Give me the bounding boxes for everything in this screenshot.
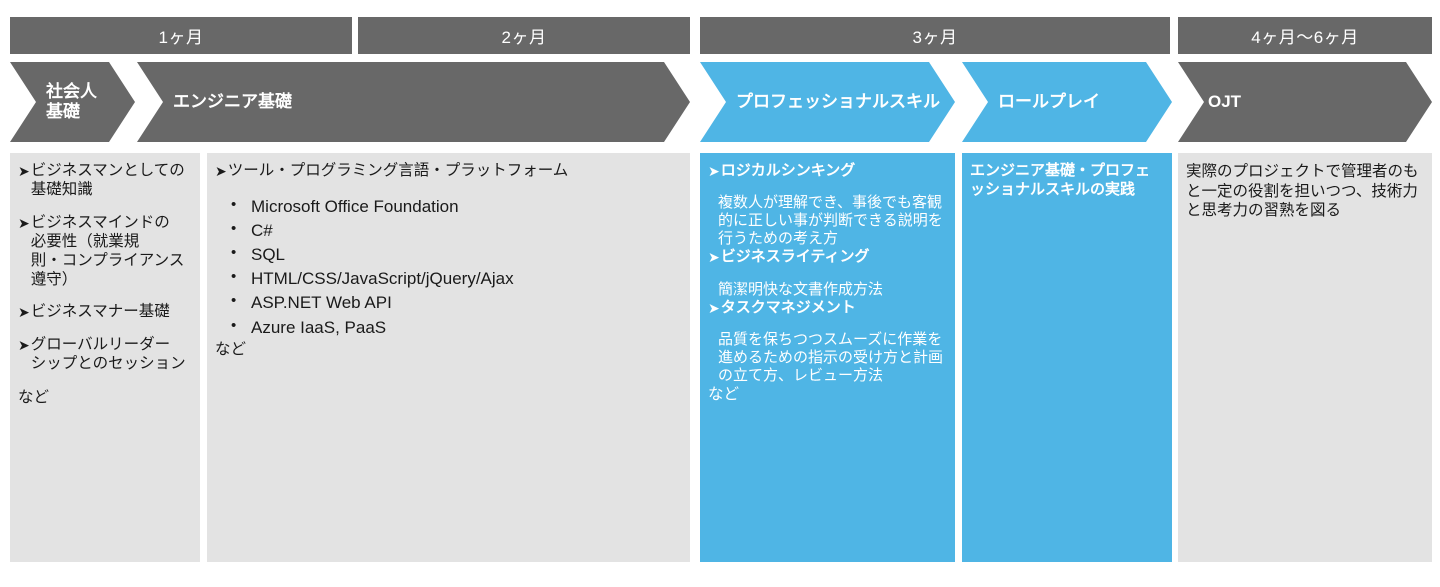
arrow-bullet-item: ➤ビジネスライティング	[708, 248, 947, 266]
detail-column-shakaijin-kiso: ➤ビジネスマンとしての 基礎知識➤ビジネスマインドの 必要性（就業規 則・コンプ…	[10, 153, 200, 562]
paragraph-text: 実際のプロジェクトで管理者のもと一定の役割を担いつつ、技術力と思考力の習熟を図る	[1186, 163, 1419, 220]
arrow-bullet-item: ➤ビジネスマナー基礎	[18, 303, 192, 322]
phase-chevron-5: OJT	[1178, 62, 1432, 142]
arrow-bullet-text: ツール・プログラミング言語・プラットフォーム	[227, 162, 569, 179]
phase-detail-columns: ➤ビジネスマンとしての 基礎知識➤ビジネスマインドの 必要性（就業規 則・コンプ…	[0, 153, 1440, 562]
arrow-bullet-item: ➤ビジネスマインドの 必要性（就業規 則・コンプライアンス 遵守）	[18, 214, 192, 290]
period-label: 3ヶ月	[912, 28, 958, 47]
etc-note: など	[215, 340, 247, 358]
arrow-bullet-text: ビジネスマンとしての 基礎知識	[30, 162, 185, 198]
arrow-bullet-item: ➤グローバルリーダー シップとのセッション	[18, 336, 192, 374]
list-item: Microsoft Office Foundation	[229, 194, 682, 219]
arrow-bullet-icon: ➤	[18, 163, 30, 179]
arrow-bullet-text: ロジカルシンキング	[720, 162, 856, 179]
timeline-period-header: 1ヶ月 2ヶ月 3ヶ月 4ヶ月〜6ヶ月	[0, 0, 1440, 56]
phase-label: エンジニア基礎	[173, 92, 292, 112]
period-label: 1ヶ月	[158, 28, 204, 47]
period-label: 4ヶ月〜6ヶ月	[1251, 28, 1359, 47]
arrow-bullet-icon: ➤	[708, 163, 720, 179]
period-bar-1: 1ヶ月	[10, 17, 352, 54]
phase-label: 社会人 基礎	[46, 82, 97, 121]
period-bar-4: 4ヶ月〜6ヶ月	[1178, 17, 1432, 54]
detail-column-ojt: 実際のプロジェクトで管理者のもと一定の役割を担いつつ、技術力と思考力の習熟を図る	[1178, 153, 1432, 562]
arrow-bullet-icon: ➤	[708, 299, 720, 316]
arrow-bullet-text: タスクマネジメント	[720, 298, 856, 316]
phase-chevron-4: ロールプレイ	[962, 62, 1172, 142]
arrow-bullet-text: ビジネスライティング	[720, 248, 870, 266]
sub-description: 簡潔明快な文書作成方法	[718, 280, 884, 298]
phase-chevron-band: 社会人 基礎 エンジニア基礎 プロフェッショナルスキル ロールプレイ OJT	[0, 62, 1440, 148]
paragraph-text: エンジニア基礎・プロフェッショナルスキルの実践	[970, 162, 1151, 198]
phase-chevron-2: エンジニア基礎	[137, 62, 690, 142]
arrow-bullet-icon: ➤	[708, 249, 720, 266]
arrow-bullet-icon: ➤	[18, 337, 30, 354]
arrow-bullet-icon: ➤	[18, 214, 30, 231]
list-item: SQL	[229, 242, 682, 267]
arrow-bullet-icon: ➤	[215, 163, 227, 179]
etc-note: など	[708, 385, 740, 403]
phase-chevron-3: プロフェッショナルスキル	[700, 62, 955, 142]
detail-column-engineer-kiso: ➤ツール・プログラミング言語・プラットフォーム Microsoft Office …	[207, 153, 690, 562]
list-item: ASP.NET Web API	[229, 290, 682, 315]
arrow-bullet-item: ➤ロジカルシンキング	[708, 162, 947, 180]
period-bar-2: 2ヶ月	[358, 17, 690, 54]
list-item: HTML/CSS/JavaScript/jQuery/Ajax	[229, 266, 682, 291]
arrow-bullet-item: ➤ビジネスマンとしての 基礎知識	[18, 162, 192, 200]
arrow-bullet-text: ビジネスマナー基礎	[30, 303, 170, 321]
sub-description: 複数人が理解でき、事後でも客観的に正しい事が判断できる説明を行うための考え方	[718, 194, 943, 248]
phase-label: OJT	[1208, 92, 1242, 112]
arrow-bullet-item: ➤ツール・プログラミング言語・プラットフォーム	[215, 162, 682, 181]
detail-column-professional-skill: ➤ロジカルシンキング複数人が理解でき、事後でも客観的に正しい事が判断できる説明を…	[700, 153, 955, 562]
phase-label: ロールプレイ	[998, 92, 1100, 112]
etc-note: など	[18, 389, 50, 407]
arrow-bullet-text: ビジネスマインドの 必要性（就業規 則・コンプライアンス 遵守）	[30, 213, 185, 288]
arrow-bullet-text: グローバルリーダー シップとのセッション	[30, 336, 186, 373]
period-label: 2ヶ月	[501, 28, 547, 47]
list-item: Azure IaaS, PaaS	[229, 315, 682, 340]
period-bar-3: 3ヶ月	[700, 17, 1170, 54]
phase-chevron-1: 社会人 基礎	[10, 62, 135, 142]
sub-description: 品質を保ちつつスムーズに作業を進めるための指示の受け方と計画の立て方、レビュー方…	[718, 330, 944, 384]
phase-label: プロフェッショナルスキル	[736, 92, 940, 112]
arrow-bullet-item: ➤タスクマネジメント	[708, 299, 947, 317]
bullet-list: Microsoft Office FoundationC#SQLHTML/CSS…	[229, 194, 682, 340]
list-item: C#	[229, 218, 682, 243]
arrow-bullet-icon: ➤	[18, 304, 30, 321]
detail-column-role-play: エンジニア基礎・プロフェッショナルスキルの実践	[962, 153, 1172, 562]
